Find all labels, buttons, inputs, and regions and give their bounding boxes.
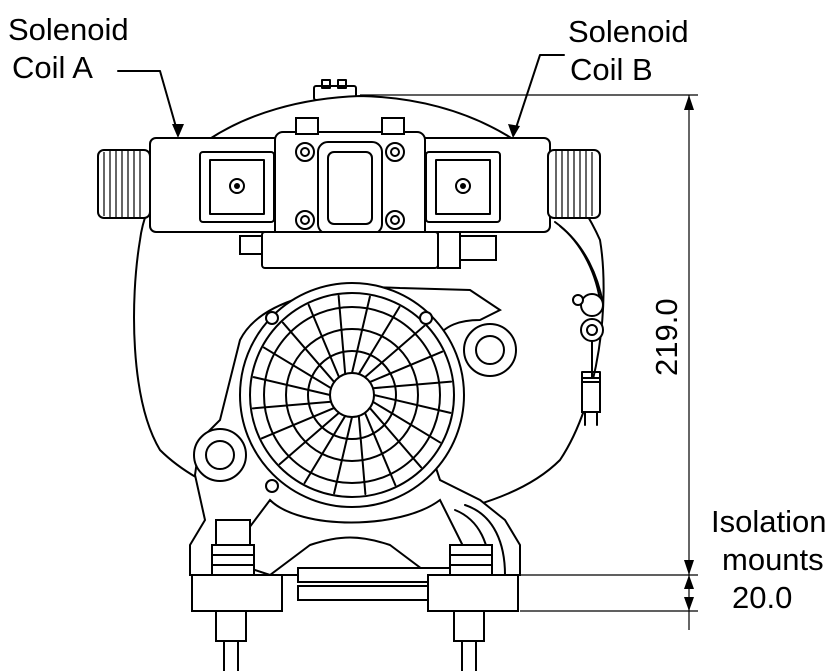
fan-spoke (337, 294, 347, 376)
coil-a-leader-arrow (172, 124, 184, 138)
fan-spoke (371, 380, 453, 390)
mount-left-nut-stack (211, 544, 255, 576)
dim-20-arrow-top (684, 575, 694, 589)
dim-219-value: 219.0 (649, 298, 684, 376)
mount-left-bottom-nut (215, 610, 247, 642)
label-solenoid-coil-a: Solenoid Coil A (8, 12, 129, 85)
fan-spoke (262, 346, 333, 390)
isolation-line-2: mounts (722, 542, 824, 577)
manifold-outlet (459, 235, 497, 261)
coil-b-connector-face (435, 159, 491, 215)
housing-screw-1 (265, 311, 279, 325)
valve-top-fitting-left (295, 117, 319, 135)
fan-spoke (371, 400, 442, 444)
fan-spoke (368, 406, 423, 469)
fan-spoke (303, 414, 347, 485)
top-pin-left (321, 79, 331, 89)
manifold-nut-left (239, 235, 263, 255)
valve-bolt-tr-c (390, 147, 400, 157)
coil-a-line-1: Solenoid (8, 12, 129, 47)
housing-screw-4 (572, 294, 584, 306)
coil-a-line-2: Coil A (12, 50, 93, 85)
fan-spoke (363, 411, 397, 487)
coil-a-knurled-cap (97, 149, 151, 219)
valve-bolt-tl-c (300, 147, 310, 157)
coil-b-leader-line (513, 54, 565, 135)
coil-b-line-2: Coil B (570, 52, 653, 87)
valve-bolt-br (385, 210, 405, 230)
fan-spoke (373, 394, 452, 414)
dim-219-arrow-bottom (684, 560, 694, 575)
coil-b-knurl-lines (555, 151, 593, 217)
clamp-bolt-lower (580, 318, 604, 342)
coil-a-screw-head (234, 183, 240, 189)
fan-spoke (357, 414, 367, 496)
fan-spoke (351, 295, 371, 374)
fan-spoke (363, 324, 426, 379)
hose-inner (464, 504, 506, 576)
fan-spoke (252, 376, 331, 396)
valve-bolt-br-c (390, 215, 400, 225)
mount-right-nut-stack (449, 544, 493, 576)
fan-guard-ring-3 (285, 328, 419, 462)
mount-right-bottom-nut (453, 610, 485, 642)
housing-screw-3 (265, 479, 279, 493)
top-pin-right (337, 79, 347, 89)
valve-bolt-tl (295, 142, 315, 162)
fan-spokes (251, 294, 453, 496)
clamp-bolt-lower-center (586, 324, 598, 336)
clamp-band-upper-inner (559, 225, 604, 305)
fan-spoke (251, 400, 333, 410)
lug-left-bolt (205, 440, 235, 470)
mount-left-upper-nut (215, 519, 251, 546)
coil-a-connector-face (209, 159, 265, 215)
coil-b-screw-head (460, 183, 466, 189)
fan-spoke (333, 416, 353, 495)
fan-guard-ring-4 (307, 350, 397, 440)
fan-spoke (307, 303, 341, 379)
coil-a-knurl-lines (103, 151, 141, 217)
label-solenoid-coil-b: Solenoid Coil B (568, 14, 689, 87)
fan-guard-ring-2 (263, 306, 441, 484)
pump-body (97, 79, 605, 671)
fan-hub (329, 372, 375, 418)
isolation-line-1: Isolation (711, 504, 826, 539)
valve-bolt-bl (295, 210, 315, 230)
isolation-mount-left (191, 574, 283, 612)
valve-top-fitting-right (381, 117, 405, 135)
coil-b-leader-arrow (508, 124, 520, 138)
clamp-hook-top (581, 371, 601, 383)
manifold-nut-right (437, 231, 461, 269)
housing-screw-2 (419, 311, 433, 325)
lug-right-bolt (475, 335, 505, 365)
isolation-mount-right (427, 574, 519, 612)
valve-bolt-tr (385, 142, 405, 162)
clamp-bolt-upper (580, 293, 604, 317)
fan-spoke (357, 305, 401, 376)
fan-spoke (260, 406, 336, 440)
coil-b-line-1: Solenoid (568, 14, 689, 49)
coil-a-leader-line (117, 70, 179, 135)
clamp-hook (581, 377, 601, 413)
dimension-isolation: Isolation mounts 20.0 (684, 504, 826, 630)
dim-20-arrow-bottom (684, 597, 694, 611)
clamp-hook-end (584, 411, 598, 426)
dim-219-arrow-top (684, 95, 694, 110)
fan-spoke (278, 411, 341, 466)
valve-center-window-inner (327, 151, 373, 225)
fan-spoke (281, 321, 336, 384)
isolation-line-3: 20.0 (732, 580, 792, 615)
fan-spoke (368, 350, 444, 384)
valve-bolt-bl-c (300, 215, 310, 225)
dimension-219: 219.0 (360, 94, 698, 612)
valve-manifold (261, 231, 439, 269)
